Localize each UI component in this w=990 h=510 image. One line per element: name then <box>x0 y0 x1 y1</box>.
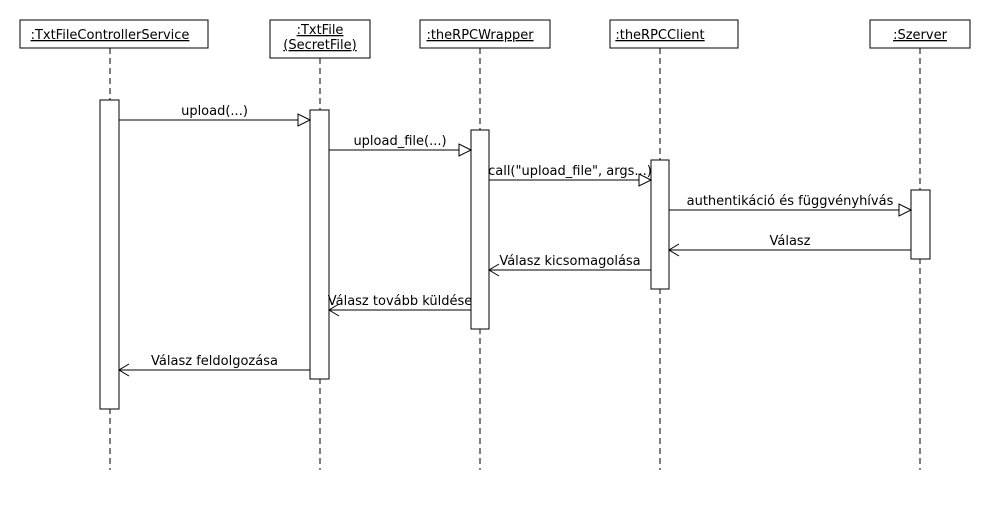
participant-label-txt: (SecretFile) <box>283 38 356 53</box>
participant-label-ctrl: :TxtFileControllerService <box>31 28 190 43</box>
activation-txt <box>309 109 330 380</box>
participant-box-txt <box>269 19 371 59</box>
message-arrowhead-2 <box>458 143 473 157</box>
activation-srv <box>910 189 931 260</box>
activation-wrap <box>470 129 490 330</box>
message-arrowhead-4 <box>898 203 913 217</box>
message-arrowhead-6 <box>488 263 500 277</box>
participant-label-srv: :Szerver <box>893 28 947 43</box>
message-label-3: call("upload_file", args...) <box>488 164 652 179</box>
message-arrowhead-8 <box>118 363 130 377</box>
message-arrowhead-3 <box>638 173 653 187</box>
participant-label-client: :theRPCClient <box>615 28 704 43</box>
participant-box-ctrl <box>19 19 209 49</box>
message-label-4: authentikáció és függvényhívás <box>687 194 894 209</box>
participant-label-wrap: :theRPCWrapper <box>426 28 534 43</box>
activation-client <box>650 159 670 290</box>
message-arrowhead-1 <box>297 113 312 127</box>
message-label-7: Válasz tovább küldése <box>328 294 473 309</box>
message-label-6: Válasz kicsomagolása <box>499 254 640 269</box>
activation-ctrl <box>99 99 120 410</box>
message-label-8: Válasz feldolgozása <box>151 354 278 369</box>
participant-box-srv <box>869 19 971 49</box>
participant-label-txt: :TxtFile <box>297 23 344 38</box>
participant-box-wrap <box>419 19 551 49</box>
message-label-5: Válasz <box>769 234 810 249</box>
message-label-2: upload_file(...) <box>353 134 446 149</box>
message-arrowhead-5 <box>668 243 680 257</box>
message-label-1: upload(...) <box>181 104 248 119</box>
message-arrowhead-7 <box>328 303 340 317</box>
participant-box-client <box>609 19 739 49</box>
